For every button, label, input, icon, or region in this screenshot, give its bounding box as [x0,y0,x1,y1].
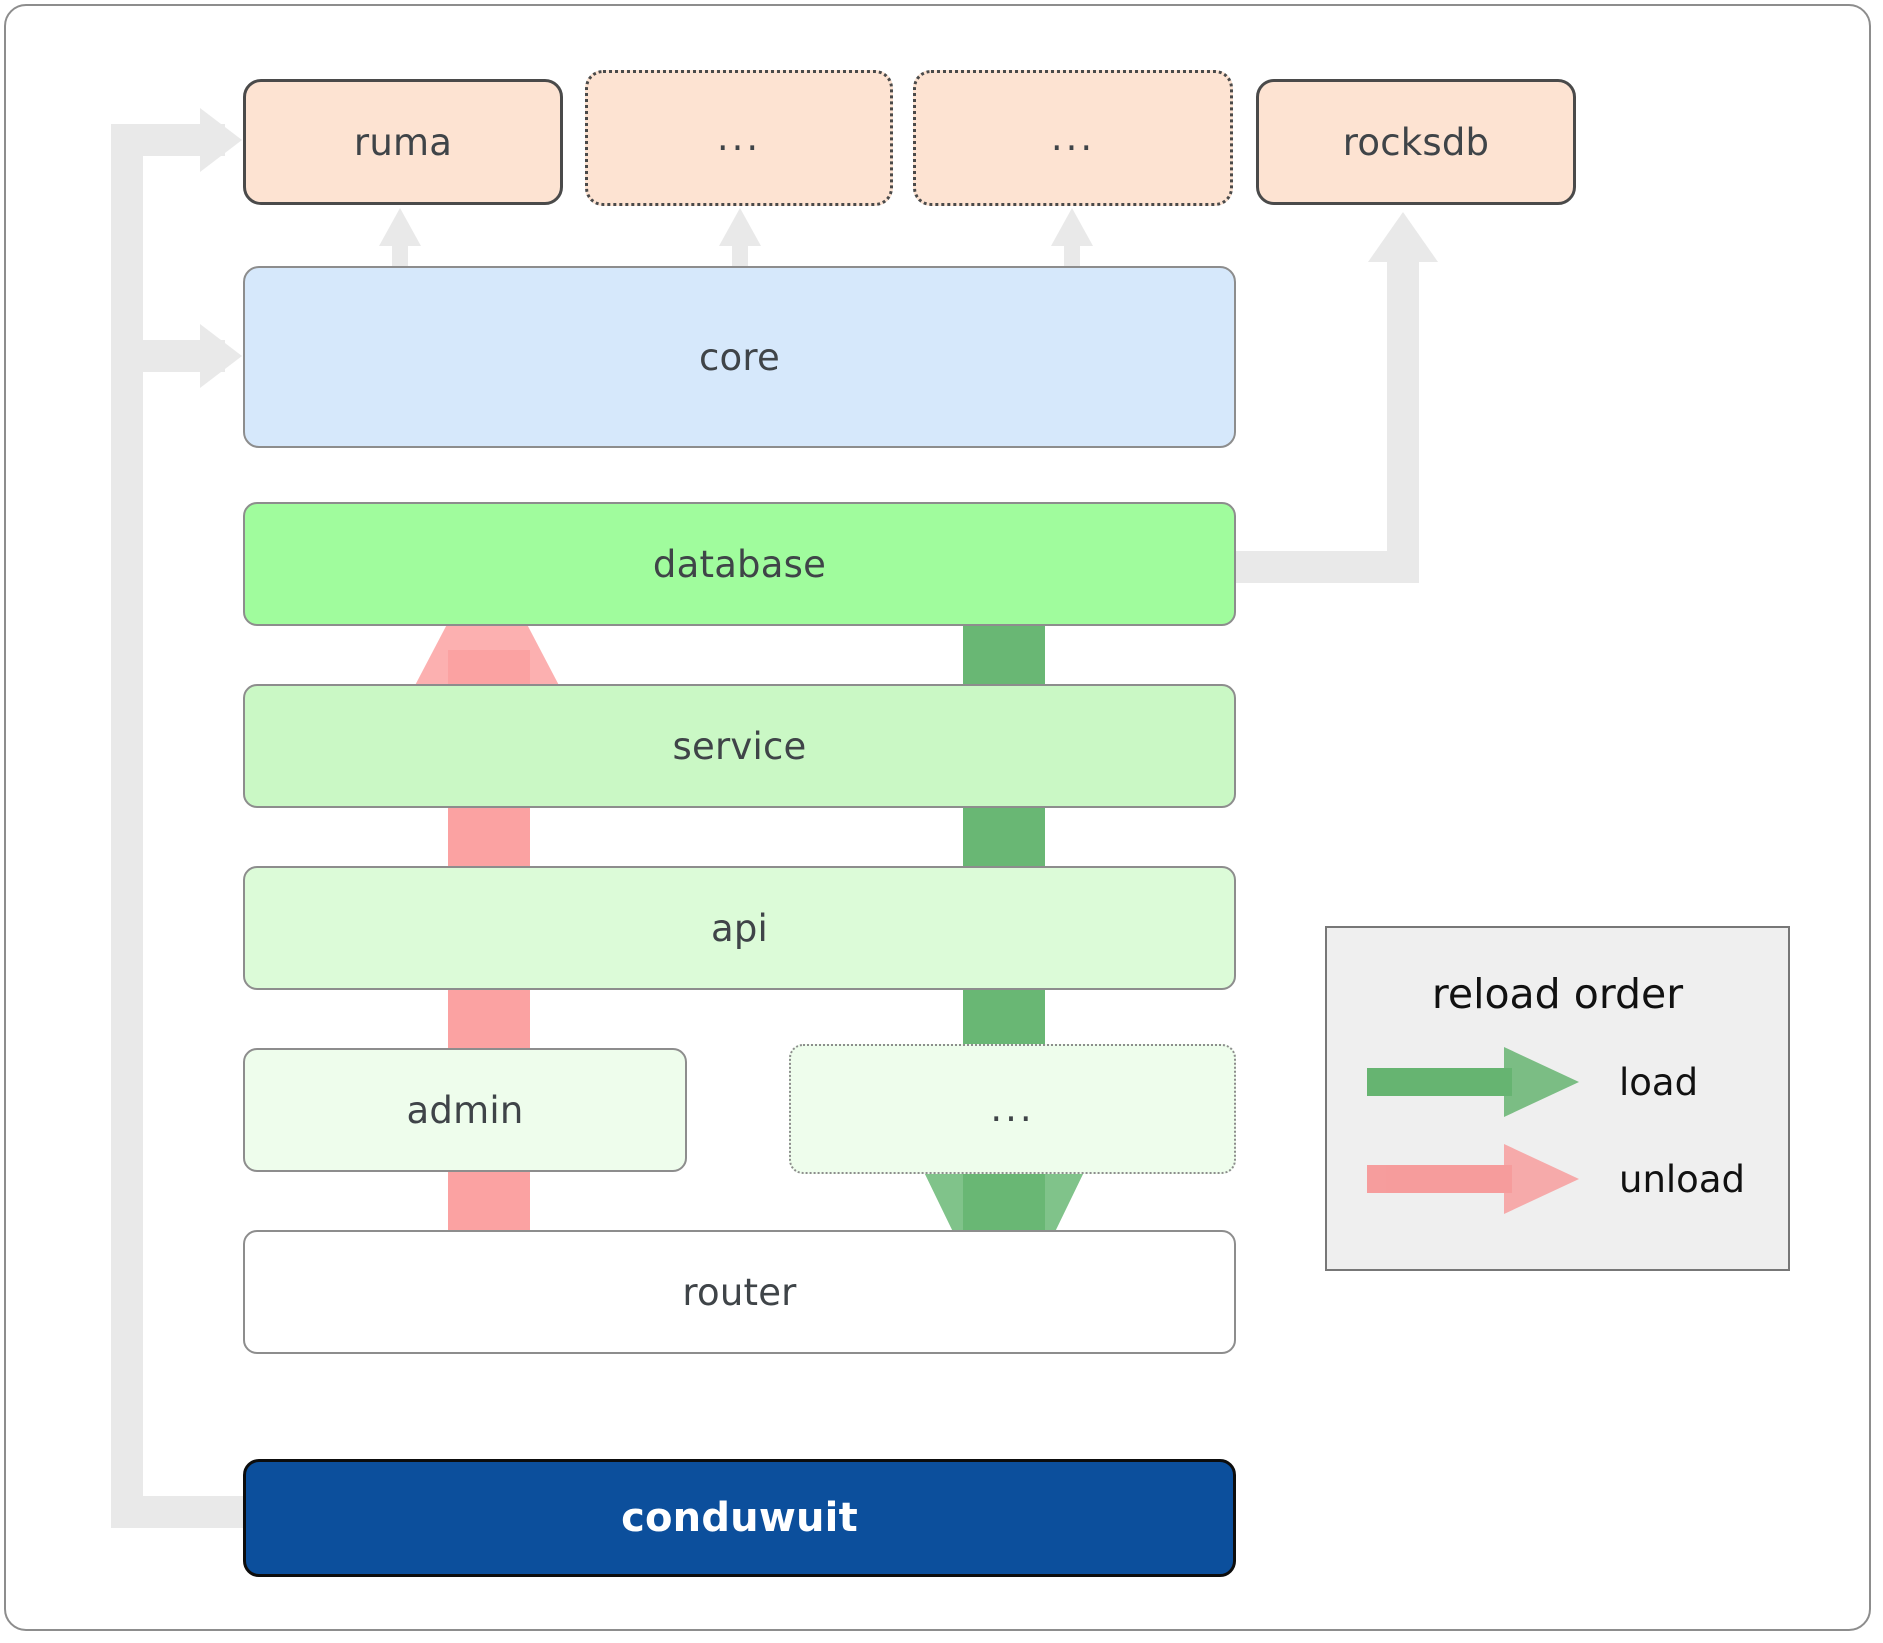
app-box-conduwuit[interactable]: conduwuit [243,1459,1236,1577]
legend-load-arrow [1367,1047,1579,1117]
connector-left-trunk [111,124,143,1528]
dependency-label: ... [1050,115,1096,159]
legend-arrows [1367,1047,1579,1214]
dependency-box-ellipsis-1[interactable]: ... [585,70,893,206]
layer-label: admin [406,1088,524,1132]
legend-label-load: load [1619,1061,1699,1104]
layer-label: api [710,906,769,950]
diagram-frame [4,4,1871,1631]
layer-box-ellipsis[interactable]: ... [789,1044,1236,1174]
layer-box-router[interactable]: router [243,1230,1236,1354]
legend-label-unload: unload [1619,1158,1745,1201]
layer-label: ... [990,1086,1035,1130]
core-label: core [699,335,780,379]
legend-title: reload order [1431,970,1684,1018]
layer-label: router [682,1270,797,1314]
legend-unload-arrow [1367,1144,1579,1214]
dependency-box-ruma[interactable]: ruma [243,79,563,205]
layer-box-service[interactable]: service [243,684,1236,808]
connector-left-to-core-stem [143,340,225,372]
dependency-label: ... [716,115,762,159]
dependency-label: ruma [353,120,453,164]
connector-left-bottom-stub [111,1496,244,1528]
legend-panel: reload order load unload [1325,926,1790,1271]
dependency-label: rocksdb [1342,120,1490,164]
connector-right-vertical [1387,250,1419,583]
layer-label: service [672,724,807,768]
layer-box-admin[interactable]: admin [243,1048,687,1172]
dependency-box-ellipsis-2[interactable]: ... [913,70,1233,206]
layer-box-database[interactable]: database [243,502,1236,626]
layer-box-api[interactable]: api [243,866,1236,990]
core-box[interactable]: core [243,266,1236,448]
app-label: conduwuit [621,1495,858,1541]
layer-label: database [652,542,827,586]
connector-left-to-ruma-stem [143,124,225,156]
dependency-box-rocksdb[interactable]: rocksdb [1256,79,1576,205]
